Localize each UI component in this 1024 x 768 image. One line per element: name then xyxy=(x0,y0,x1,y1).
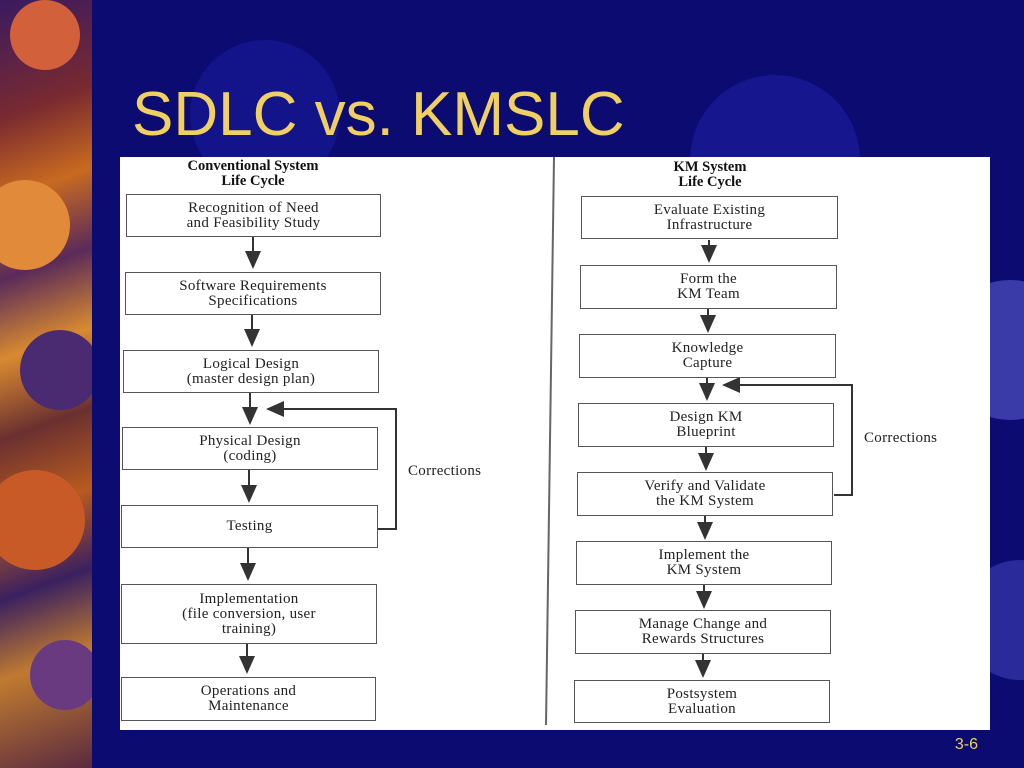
step-box: Testing xyxy=(121,505,378,548)
decorative-image-strip xyxy=(0,0,92,768)
conventional-header: Conventional System Life Cycle xyxy=(187,158,319,189)
step-box: Software Requirements Specifications xyxy=(125,272,381,315)
step-box: Implement the KM System xyxy=(576,541,832,585)
step-box: Operations and Maintenance xyxy=(121,677,376,721)
corrections-label: Corrections xyxy=(864,430,938,446)
lifecycle-comparison-diagram: Conventional System Life Cycle Recogniti… xyxy=(120,157,990,730)
step-box: Design KM Blueprint xyxy=(578,403,834,447)
step-box: Recognition of Need and Feasibility Stud… xyxy=(126,194,381,237)
diagram-connectors xyxy=(239,157,853,726)
step-box: Manage Change and Rewards Structures xyxy=(575,610,831,654)
corrections-loop xyxy=(266,401,397,530)
km-header: KM System Life Cycle xyxy=(673,159,747,190)
step-box: Evaluate Existing Infrastructure xyxy=(581,196,838,239)
step-box: Implementation (file conversion, user tr… xyxy=(121,584,377,644)
step-box: Postsystem Evaluation xyxy=(574,680,830,723)
step-box: Logical Design (master design plan) xyxy=(123,350,379,393)
corrections-label: Corrections xyxy=(408,463,482,479)
step-box: Knowledge Capture xyxy=(579,334,836,378)
step-box: Form the KM Team xyxy=(580,265,837,309)
corrections-loop xyxy=(722,377,853,496)
page-number: 3-6 xyxy=(954,736,978,753)
step-box: Physical Design (coding) xyxy=(122,427,378,470)
slide-title: SDLC vs. KMSLC xyxy=(132,80,625,149)
step-box: Verify and Validate the KM System xyxy=(577,472,833,516)
column-divider xyxy=(545,157,555,726)
